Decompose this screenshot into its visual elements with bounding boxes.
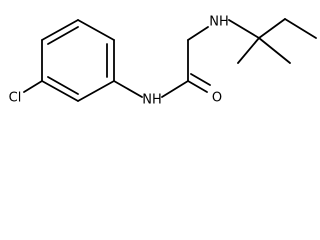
carbonyl-oxygen-label: O bbox=[212, 91, 222, 106]
chlorine-label: Cl bbox=[9, 91, 22, 106]
amide-nitrogen-label: NH bbox=[142, 93, 162, 108]
methyl-branch-2 bbox=[258, 37, 291, 64]
ring-bond-2 bbox=[77, 19, 115, 41]
carbonyl-bond-1 bbox=[187, 80, 208, 93]
ethyl-bond-2 bbox=[284, 18, 317, 39]
structure-diagram: Cl NH O NH bbox=[0, 0, 319, 119]
ring-bond-1-inner bbox=[47, 26, 79, 45]
ring-bond-5 bbox=[41, 80, 79, 102]
ethyl-bond-1 bbox=[258, 18, 286, 39]
molecule-svg: Cl NH O NH bbox=[9, 15, 317, 108]
ring-bond-4 bbox=[77, 80, 115, 102]
methyl-branch-1 bbox=[237, 37, 260, 64]
backbone-bond-2 bbox=[187, 26, 209, 41]
carbonyl-bond-2 bbox=[190, 73, 211, 86]
amine-nitrogen-label: NH bbox=[209, 15, 229, 30]
ring-bond-1 bbox=[41, 19, 79, 41]
amide-bond bbox=[161, 80, 189, 98]
ring-bond-5-inner bbox=[47, 76, 79, 95]
chlorine-bond bbox=[23, 80, 43, 93]
aryl-nitrogen-bond bbox=[113, 80, 143, 98]
amine-carbon-bond bbox=[228, 19, 260, 39]
